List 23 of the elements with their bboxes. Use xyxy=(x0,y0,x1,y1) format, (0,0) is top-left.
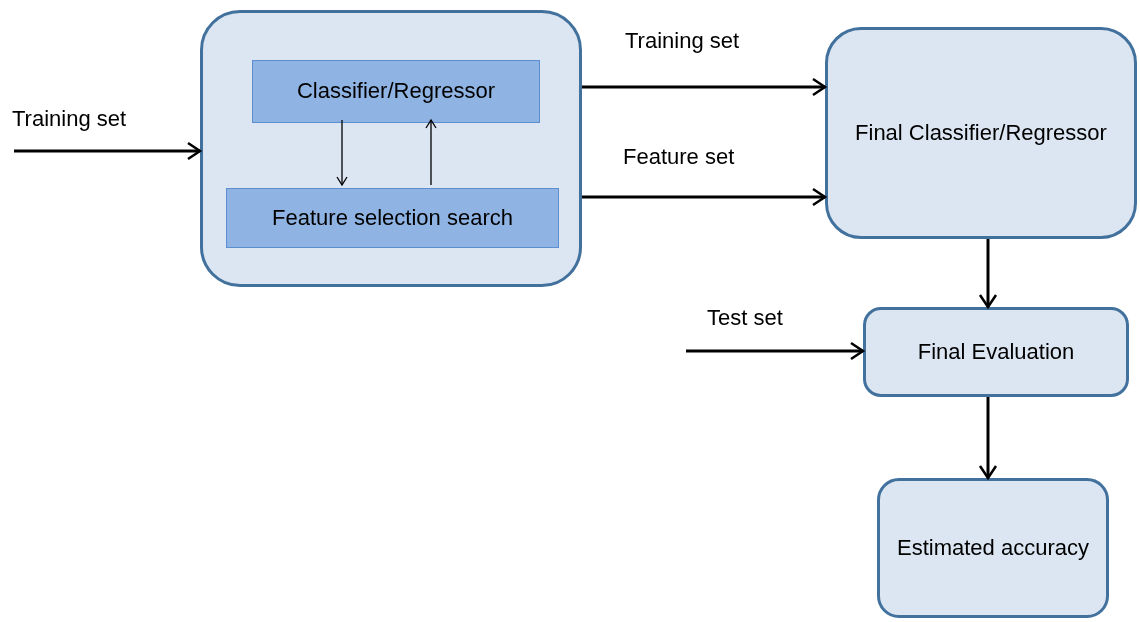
arrow xyxy=(978,397,998,480)
process-box xyxy=(863,307,1129,397)
node-label: Classifier/Regressor xyxy=(295,77,497,106)
edge-label: Feature set xyxy=(623,143,735,171)
arrow xyxy=(336,119,348,186)
node-label: Final Evaluation xyxy=(916,337,1076,366)
arrow xyxy=(978,239,998,309)
process-box xyxy=(226,188,559,248)
edge-label: Test set xyxy=(707,304,783,332)
process-box xyxy=(877,478,1109,618)
process-box xyxy=(252,60,540,123)
edge-label: Training set xyxy=(625,27,740,55)
group-box xyxy=(200,10,582,287)
arrow xyxy=(425,119,437,186)
node-label: Final Classifier/Regressor xyxy=(854,118,1108,147)
arrow xyxy=(582,77,827,97)
node-label: Feature selection search xyxy=(271,203,514,232)
edge-label: Training set xyxy=(12,105,127,133)
arrow xyxy=(582,187,827,207)
process-box xyxy=(825,27,1137,239)
arrow xyxy=(686,341,865,361)
node-label: Estimated accuracy xyxy=(896,533,1090,562)
arrow xyxy=(14,141,202,161)
